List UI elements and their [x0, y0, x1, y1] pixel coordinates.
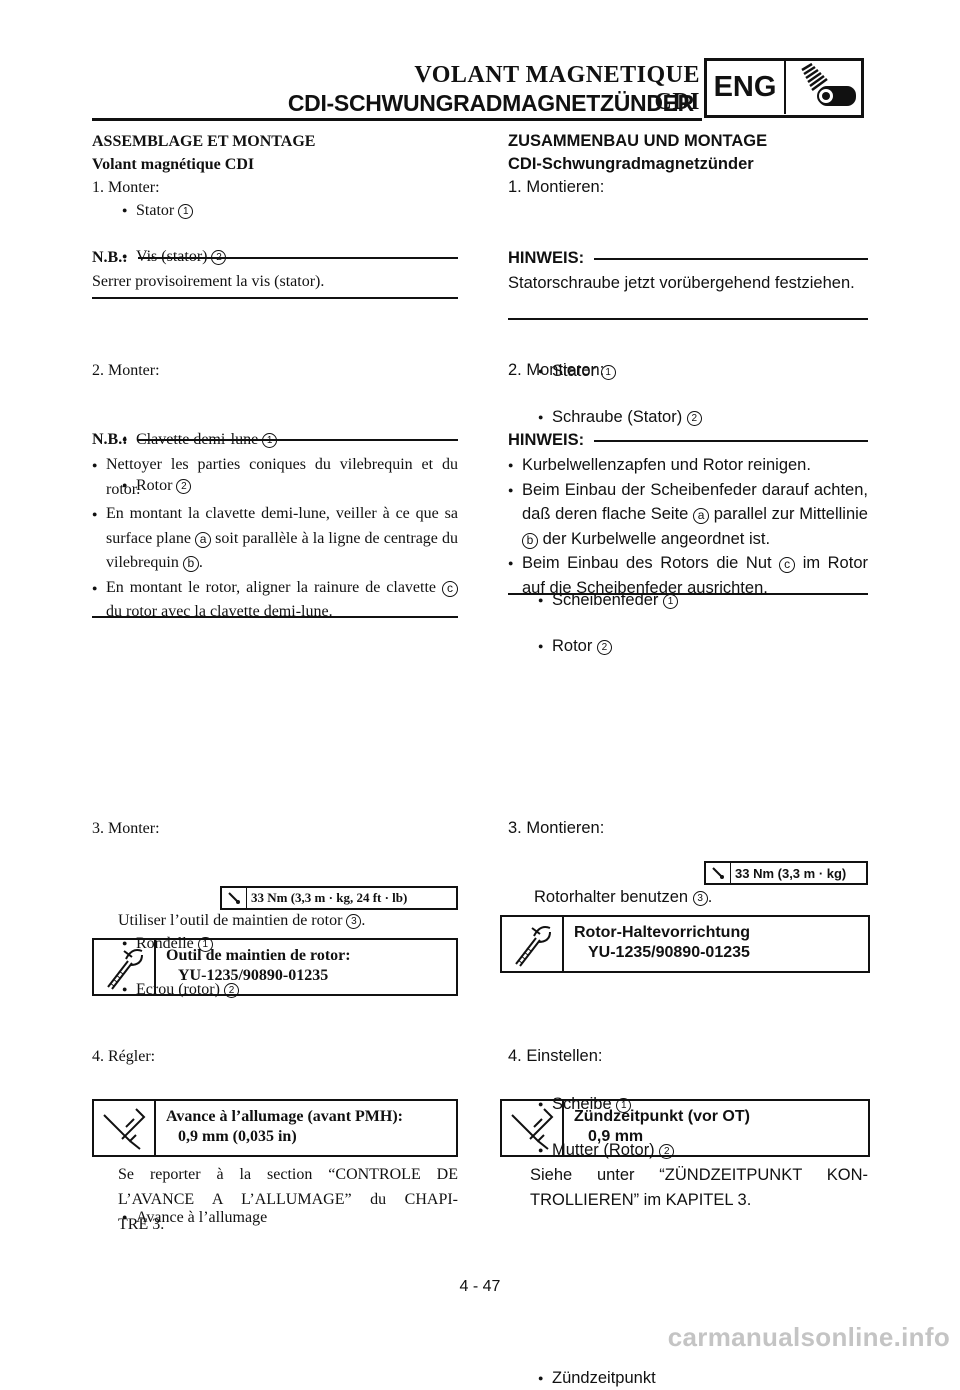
ref-marker: c [779, 557, 796, 573]
de-step4-item: Zündzeitpunkt [508, 1367, 912, 1390]
de-note1-end-rule [508, 318, 868, 320]
ref-marker: 2 [223, 983, 239, 998]
de-step1-item: Schraube (Stator) 2 [508, 406, 912, 429]
fr-note2-bullet: En montant le rotor, aligner la rainure … [92, 576, 458, 625]
fr-heading-flywheel: Volant magnétique CDI [92, 156, 255, 173]
fr-spec-box: Avance à l’allumage (avant PMH): 0,9 mm (… [92, 1099, 458, 1157]
fr-torque-spec: 33 Nm (3,3 m · kg, 24 ft · lb) [220, 886, 458, 910]
fr-heading-assembly: ASSEMBLAGE ET MONTAGE [92, 133, 316, 150]
de-use-tool: Rotorhalter benutzen 3. [534, 888, 713, 906]
fr-step1-item: Stator 1 [92, 199, 502, 222]
ref-marker: b [522, 532, 538, 549]
header-title-de: CDI-SCHWUNGRADMAGNETZÜNDER [287, 90, 694, 116]
de-note1-text: Statorschraube jetzt vorübergehend festz… [508, 274, 855, 292]
fr-note2-bullet: Nettoyer les parties coniques du vilebre… [92, 453, 458, 502]
fr-note2-end-rule [92, 616, 458, 618]
fr-step3-item: Ecrou (rotor) 2 [92, 978, 502, 1001]
ref-marker: c [442, 580, 458, 597]
ref-marker: a [693, 508, 710, 524]
de-heading-flywheel: CDI-Schwungradmagnetzünder [508, 155, 754, 173]
de-ref-text-2: TROLLIEREN” im KAPITEL 3. [530, 1191, 752, 1209]
fr-ref-text-1: Se reporter à la section “CONTROLE DE [118, 1166, 458, 1183]
fr-step2-label: 2. Monter: [92, 362, 160, 379]
fr-note2-header: N.B.: [92, 431, 458, 449]
de-note1-header: HINWEIS: [508, 249, 868, 268]
fr-ref-text-3: TRE 3. [118, 1216, 165, 1233]
page-number: 4 - 47 [459, 1278, 501, 1295]
de-heading-assembly: ZUSAMMENBAU UND MONTAGE [508, 132, 768, 150]
fr-tool-code: YU-1235/90890-01235 [178, 967, 329, 984]
fr-note2-bullet: En montant la clavette demi-lune, veille… [92, 502, 458, 576]
fr-step1-label: 1. Monter: [92, 179, 160, 196]
fr-note1-header: N.B.: [92, 249, 458, 267]
wrench-torque-icon [706, 863, 731, 883]
fr-use-tool: Utiliser l’outil de maintien de rotor 3. [118, 912, 366, 929]
de-spec-box: Zündzeitpunkt (vor OT) 0,9 mm [500, 1099, 870, 1157]
de-ref-text-1: Siehe unter “ZÜNDZEITPUNKT KON- [530, 1166, 868, 1184]
special-tool-icon [502, 917, 564, 971]
section-badge: ENG [706, 60, 786, 114]
fr-note1-text: Serrer provisoirement la vis (stator). [92, 273, 325, 290]
caliper-spec-icon [94, 1101, 156, 1155]
fr-ref-text-2: L’AVANCE A L’ALLUMAGE” du CHAPI- [118, 1191, 458, 1208]
de-note2-bullet: Beim Einbau der Scheibenfeder darauf ach… [508, 478, 868, 552]
de-note2-bullet: Beim Einbau des Rotors die Nut c im Roto… [508, 551, 868, 600]
watermark: carmanualsonline.info [667, 1322, 950, 1352]
fr-step4-label: 4. Régler: [92, 1048, 156, 1065]
fr-step3-label: 3. Monter: [92, 820, 160, 837]
de-note2-end-rule [508, 593, 868, 595]
ref-marker: b [182, 556, 199, 572]
de-tool-code: YU-1235/90890-01235 [588, 944, 750, 961]
ref-marker: a [195, 531, 212, 548]
ref-marker: 2 [659, 1144, 675, 1159]
ref-marker: 1 [600, 365, 616, 380]
special-tool-icon [94, 940, 156, 994]
fr-note1-end-rule [92, 297, 458, 299]
fr-note2-body: Nettoyer les parties coniques du vilebre… [92, 453, 458, 625]
de-note2-body: Kurbelwellenzapfen und Rotor reinigen. B… [508, 453, 868, 600]
fr-tool-name: Outil de maintien de rotor: [166, 947, 351, 964]
fr-spec-value: 0,9 mm (0,035 in) [178, 1128, 297, 1145]
ref-marker: 3 [346, 914, 362, 929]
fr-spec-name: Avance à l’allumage (avant PMH): [166, 1108, 403, 1125]
de-step1-label: 1. Montieren: [508, 178, 605, 196]
de-tool-name: Rotor-Haltevorrichtung [574, 924, 750, 941]
section-badge-frame [704, 58, 864, 118]
de-note2-header: HINWEIS: [508, 431, 868, 450]
header-rule [92, 118, 702, 121]
header-title-fr: VOLANT MAGNETIQUE CDI [414, 62, 700, 115]
ref-marker: 2 [686, 411, 702, 426]
ref-marker: 1 [616, 1098, 632, 1113]
de-spec-name: Zündzeitpunkt (vor OT) [574, 1108, 750, 1125]
de-step4-label: 4. Einstellen: [508, 1047, 603, 1065]
fr-step4-item: Avance à l’allumage [92, 1206, 502, 1229]
de-spec-value: 0,9 mm [588, 1128, 644, 1145]
de-step3-label: 3. Montieren: [508, 819, 605, 837]
fr-tool-box: Outil de maintien de rotor: YU-1235/90890… [92, 938, 458, 996]
ref-marker: 2 [596, 640, 612, 655]
ref-marker: 1 [197, 937, 213, 952]
de-step3-item: Mutter (Rotor) 2 [508, 1139, 912, 1162]
de-note2-bullet: Kurbelwellenzapfen und Rotor reinigen. [508, 453, 868, 478]
wrench-torque-icon [222, 888, 247, 908]
ref-marker: 1 [178, 204, 194, 219]
engine-icon [801, 62, 856, 106]
de-step2-item: Rotor 2 [508, 635, 912, 658]
de-step1-item: Stator 1 [508, 360, 912, 383]
ref-marker: 3 [692, 891, 708, 906]
de-torque-spec: 33 Nm (3,3 m · kg) [704, 861, 868, 885]
de-step2-label: 2. Montieren: [508, 361, 605, 379]
caliper-spec-icon [502, 1101, 564, 1155]
